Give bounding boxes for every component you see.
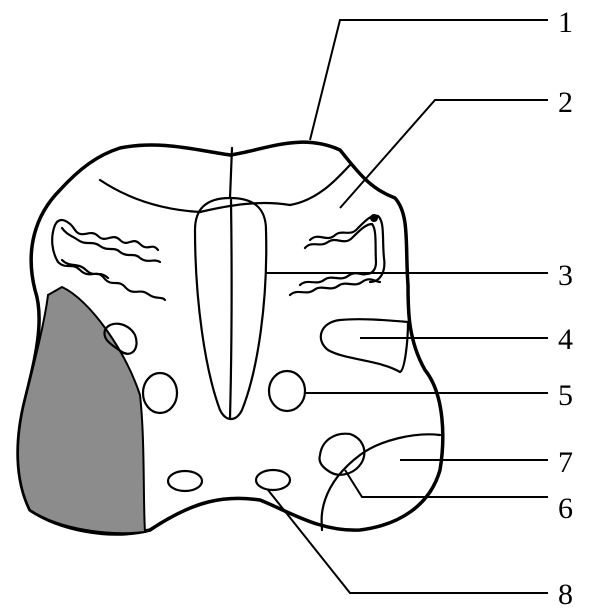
label-8: 8 [558, 578, 573, 609]
leader-line-8 [268, 490, 548, 593]
oval-5 [269, 371, 305, 411]
left-oval [143, 373, 177, 413]
left-wavy-tubules [52, 220, 165, 300]
label-2: 2 [558, 86, 573, 119]
label-4: 4 [558, 323, 573, 356]
label-1: 1 [558, 6, 573, 39]
label-3: 3 [558, 259, 573, 292]
lobe-4 [321, 319, 408, 372]
top-region-arc [100, 165, 350, 212]
right-wavy-tubules [290, 216, 384, 295]
canal-inner-line [230, 200, 232, 418]
leader-line-1 [310, 20, 548, 140]
shaded-region [18, 287, 145, 533]
tubule-end [370, 214, 378, 222]
leader-line-2 [340, 100, 548, 208]
bottom-right-oval [256, 470, 290, 490]
label-7: 7 [558, 446, 573, 479]
region-7-boundary [322, 434, 440, 530]
label-5: 5 [558, 379, 573, 412]
oval-6 [319, 434, 364, 475]
label-6: 6 [558, 492, 573, 525]
bottom-left-oval [168, 471, 202, 491]
leader-line-6 [345, 470, 548, 497]
